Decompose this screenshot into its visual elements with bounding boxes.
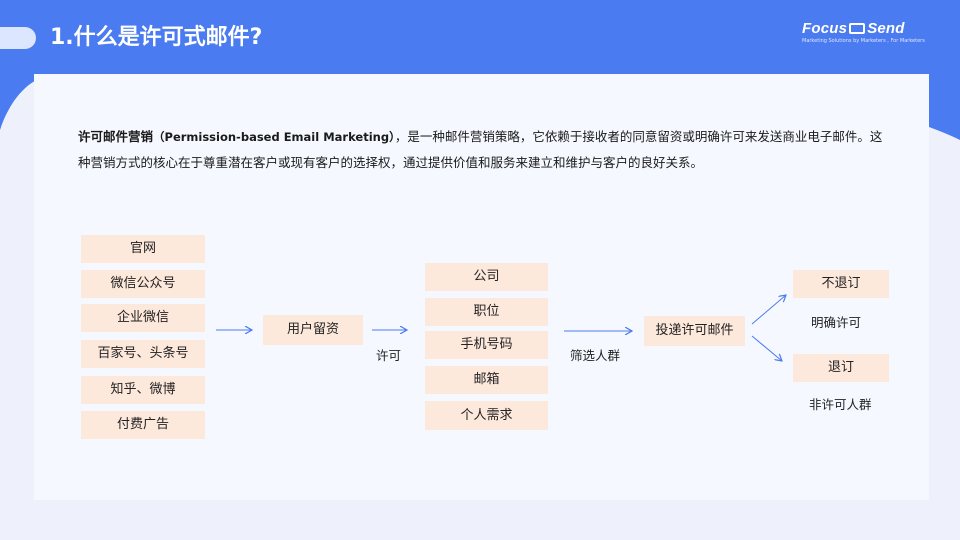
source-box-website: 官网 — [81, 235, 205, 263]
non-permission-label: 非许可人群 — [809, 397, 872, 412]
collect-box: 用户留资 — [263, 315, 363, 345]
field-box-company: 公司 — [425, 263, 548, 291]
intro-paragraph: 许可邮件营销（Permission-based Email Marketing）… — [78, 124, 893, 175]
source-box-baijia-toutiao: 百家号、头条号 — [81, 340, 205, 368]
intro-body: ，是一种邮件营销策略，它依赖于接收者的同意留资或明确许可来发送商业电子邮件。这种… — [78, 129, 883, 170]
page-title: 1.什么是许可式邮件? — [50, 25, 263, 50]
filter-label: 筛选人群 — [570, 348, 621, 363]
outcome-box-no-unsubscribe: 不退订 — [793, 270, 889, 298]
field-box-email: 邮箱 — [425, 366, 548, 394]
arrow-deliver-to-unsubscribe — [751, 335, 782, 361]
header-pill-decoration — [0, 27, 36, 49]
source-box-zhihu-weibo: 知乎、微博 — [81, 376, 205, 404]
source-box-paid-ads: 付费广告 — [81, 411, 205, 439]
focussend-logo: Focus Send Marketing Solutions by Market… — [802, 20, 930, 44]
source-box-wecom: 企业微信 — [81, 304, 205, 332]
outcome-box-unsubscribe: 退订 — [793, 354, 889, 382]
logo-name-left: Focus — [802, 20, 848, 37]
field-box-position: 职位 — [425, 298, 548, 326]
envelope-icon — [849, 23, 866, 34]
explicit-permission-label: 明确许可 — [811, 315, 862, 330]
field-box-phone: 手机号码 — [425, 331, 548, 359]
logo-tagline: Marketing Solutions by Marketers , For M… — [802, 38, 925, 44]
deliver-box: 投递许可邮件 — [644, 316, 745, 346]
source-box-wechat-official: 微信公众号 — [81, 270, 205, 298]
arrow-deliver-to-no-unsubscribe — [751, 295, 786, 325]
field-box-needs: 个人需求 — [425, 401, 548, 430]
intro-term-en: （Permission-based Email Marketing） — [153, 130, 395, 144]
logo-name-right: Send — [867, 20, 905, 37]
intro-term: 许可邮件营销 — [78, 129, 154, 144]
permit-label: 许可 — [376, 348, 402, 363]
